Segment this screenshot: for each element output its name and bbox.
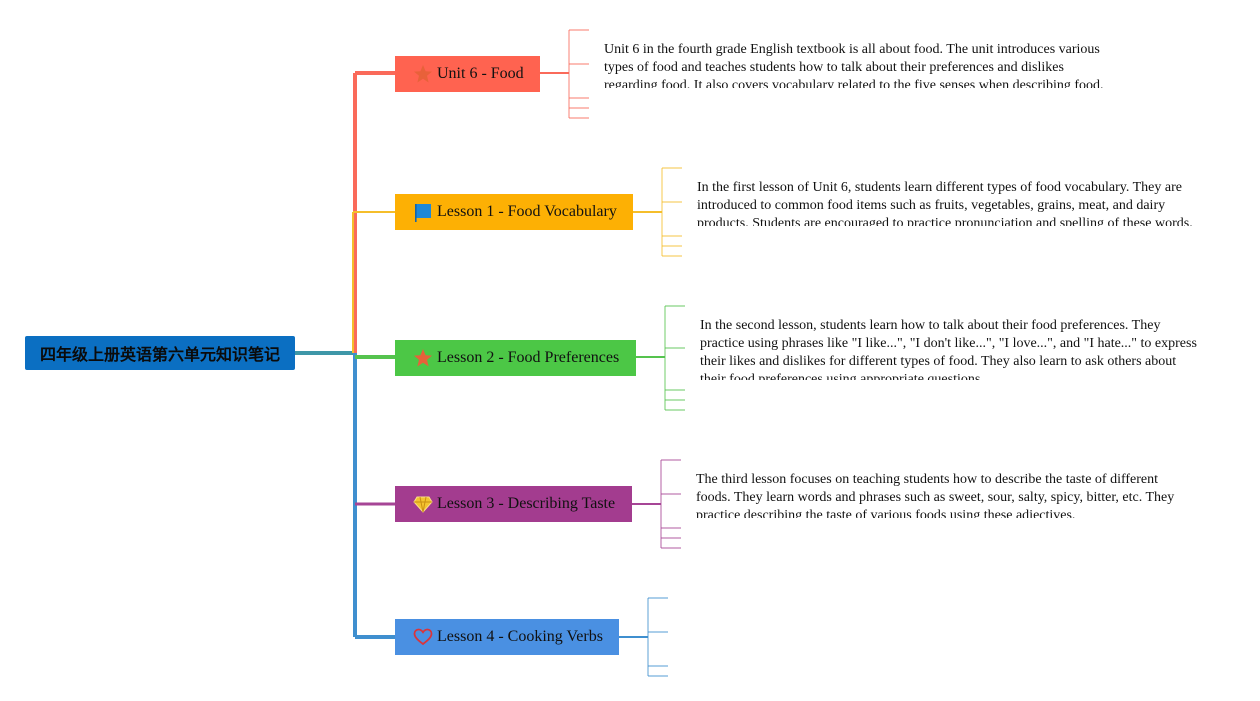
root-topic-label: 四年级上册英语第六单元知识笔记 [39, 345, 280, 364]
topic-lesson-1-food-vocabulary[interactable]: Lesson 1 - Food Vocabulary [395, 194, 633, 230]
topic-lesson-2-food-preferences[interactable]: Lesson 2 - Food Preferences [395, 340, 636, 376]
root-topic[interactable]: 四年级上册英语第六单元知识笔记 [25, 336, 295, 370]
topic-unit-6-food[interactable]: Unit 6 - Food [395, 56, 540, 92]
topic-description: In the second lesson, students learn how… [700, 318, 1197, 380]
diamond-icon [413, 496, 433, 513]
topic-lesson-4-cooking-verbs[interactable]: Lesson 4 - Cooking Verbs [395, 619, 619, 655]
topic-label: Lesson 2 - Food Preferences [437, 349, 620, 366]
topic-description: The third lesson focuses on teaching stu… [696, 472, 1175, 518]
topic-description: Unit 6 in the fourth grade English textb… [604, 42, 1104, 88]
topic-label: Lesson 3 - Describing Taste [437, 495, 616, 512]
topic-label: Unit 6 - Food [437, 65, 524, 82]
topic-description: In the first lesson of Unit 6, students … [697, 180, 1193, 226]
flag-icon [415, 204, 431, 222]
topic-description [690, 605, 1190, 652]
heart-icon [413, 628, 433, 646]
star-icon [414, 349, 432, 367]
topic-label: Lesson 1 - Food Vocabulary [437, 203, 617, 220]
star-icon [414, 65, 432, 83]
topic-lesson-3-describing-taste[interactable]: Lesson 3 - Describing Taste [395, 486, 632, 522]
topic-label: Lesson 4 - Cooking Verbs [437, 628, 603, 645]
